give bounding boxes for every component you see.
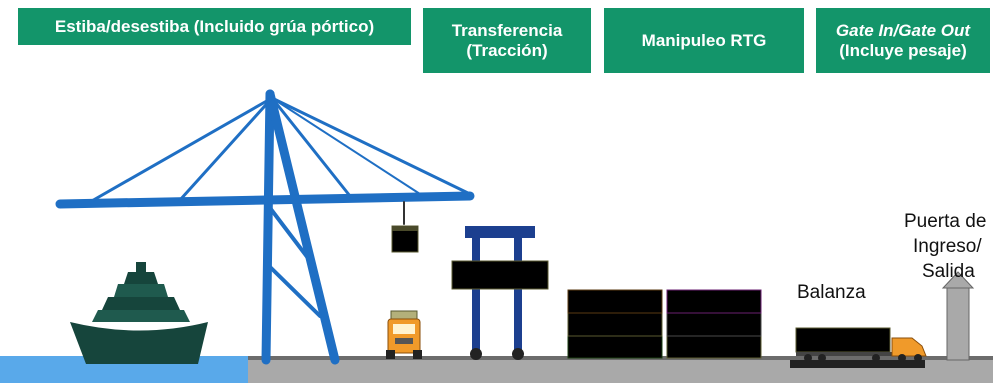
header-gate: Gate In/Gate Out (Incluye pesaje): [816, 8, 990, 73]
terminal-tractor-icon: [386, 310, 422, 359]
hanging-container: [391, 225, 419, 253]
rtg-crane-icon: [451, 226, 549, 360]
header-transfer-line2: (Tracción): [466, 40, 548, 60]
gantry-crane-icon: [55, 89, 475, 365]
scale-label: Balanza: [797, 280, 866, 305]
header-transfer-line1: Transferencia: [451, 20, 563, 40]
gate-label-line2: Ingreso/: [913, 236, 982, 257]
header-gate-line1: Gate In/Gate Out: [835, 20, 971, 40]
gate-label-line1: Puerta de: [904, 211, 987, 232]
header-stowage-text: Estiba/desestiba (Incluido grúa pórtico): [54, 16, 375, 36]
container-stack-left: [567, 289, 663, 359]
gate-label-line3: Salida: [922, 261, 975, 282]
port-operations-illustration: [0, 89, 993, 383]
container-stack-right: [666, 289, 762, 359]
header-rtg-text: Manipuleo RTG: [641, 30, 767, 50]
header-stowage: Estiba/desestiba (Incluido grúa pórtico): [18, 8, 411, 45]
header-rtg: Manipuleo RTG: [604, 8, 804, 73]
header-transfer: Transferencia (Tracción): [423, 8, 591, 73]
scale-label-text: Balanza: [797, 282, 866, 303]
weighbridge: [790, 360, 925, 368]
container-truck-icon: [795, 327, 927, 362]
gate-label: Puerta de Ingreso/ Salida: [902, 209, 993, 284]
header-gate-line2: (Incluye pesaje): [839, 40, 967, 60]
ship-icon: [70, 262, 208, 364]
gate-post-icon: [941, 271, 975, 361]
